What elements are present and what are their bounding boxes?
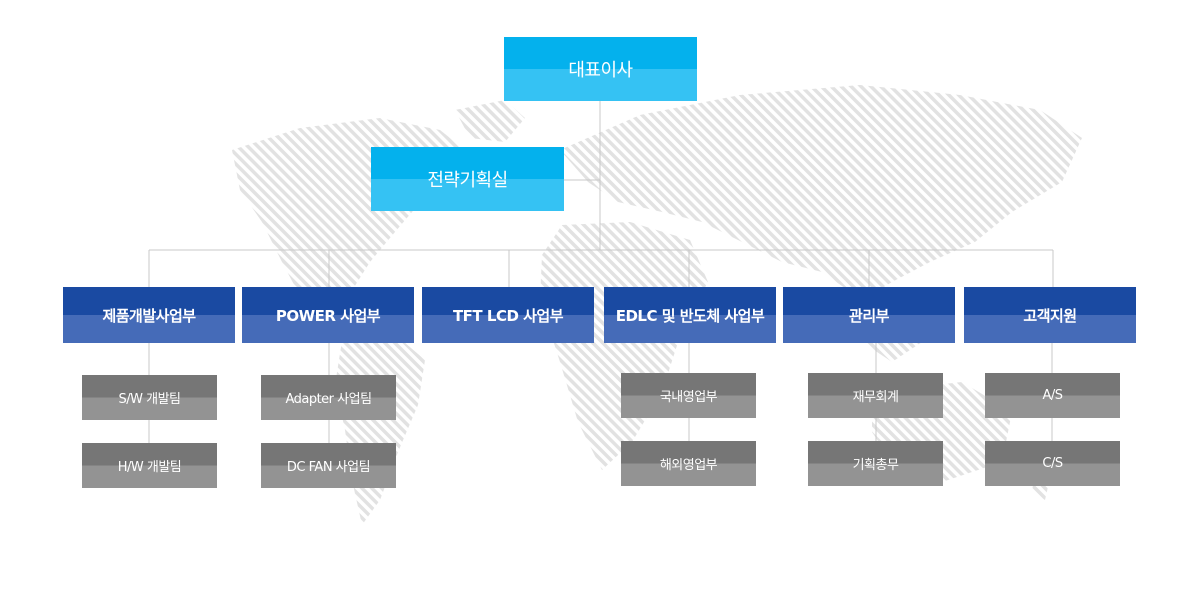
dept-label: EDLC 및 반도체 사업부 [615, 306, 765, 325]
team-label: C/S [1042, 456, 1063, 471]
team-box-hw-development: H/W 개발팀 [82, 443, 217, 488]
dept-label: 제품개발사업부 [102, 306, 196, 325]
team-label: A/S [1042, 388, 1063, 403]
team-label: 해외영업부 [659, 458, 718, 473]
dept-box-tft-lcd: TFT LCD 사업부 [422, 287, 594, 343]
team-label: DC FAN 사업팀 [286, 460, 371, 475]
dept-box-management: 관리부 [783, 287, 955, 343]
continent-eurasia [560, 85, 1082, 300]
team-box-overseas-sales: 해외영업부 [621, 441, 756, 486]
team-box-adapter: Adapter 사업팀 [261, 375, 396, 420]
team-label: 기획총무 [852, 458, 899, 473]
team-label: H/W 개발팀 [117, 460, 182, 475]
team-box-as: A/S [985, 373, 1120, 418]
team-label: 재무회계 [852, 390, 899, 405]
dept-label: 고객지원 [1023, 306, 1077, 325]
team-box-dc-fan: DC FAN 사업팀 [261, 443, 396, 488]
strategy-office-label: 전략기획실 [427, 170, 508, 191]
team-box-domestic-sales: 국내영업부 [621, 373, 756, 418]
ceo-label: 대표이사 [568, 60, 633, 81]
dept-box-product-development: 제품개발사업부 [63, 287, 235, 343]
team-box-cs: C/S [985, 441, 1120, 486]
dept-box-edlc-semiconductor: EDLC 및 반도체 사업부 [604, 287, 776, 343]
team-label: 국내영업부 [659, 390, 718, 405]
team-label: S/W 개발팀 [118, 392, 182, 407]
team-box-finance-accounting: 재무회계 [808, 373, 943, 418]
team-box-planning-general-affairs: 기획총무 [808, 441, 943, 486]
strategy-office-box: 전략기획실 [371, 147, 564, 211]
team-label: Adapter 사업팀 [285, 392, 372, 407]
ceo-box: 대표이사 [504, 37, 697, 101]
continent-greenland [455, 100, 525, 142]
dept-label: 관리부 [849, 306, 889, 325]
dept-label: TFT LCD 사업부 [452, 306, 564, 325]
dept-box-customer-support: 고객지원 [964, 287, 1136, 343]
dept-label: POWER 사업부 [275, 306, 381, 325]
dept-box-power: POWER 사업부 [242, 287, 414, 343]
continent-africa [540, 222, 708, 470]
team-box-sw-development: S/W 개발팀 [82, 375, 217, 420]
